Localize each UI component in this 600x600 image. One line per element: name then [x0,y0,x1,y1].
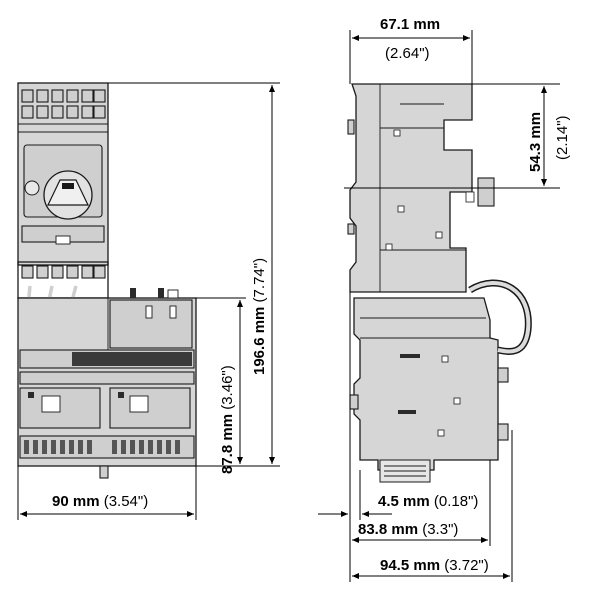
rotary-handle-icon [43,170,93,220]
dim-label-depth-total: 94.5 mm (3.72") [380,557,489,574]
dim-label-upper-metric: 54.3 mm [527,112,544,172]
contactor-top-section [109,299,193,349]
dim-label-depth-top-imperial: (2.64") [385,45,430,62]
dim-label-upper-imperial: (2.14") [554,115,571,160]
rail-clip [99,465,109,479]
front-dimensions: 90 mm (3.54") 87.8 mm (3.46") 196.6 mm (… [17,82,280,520]
top-terminals [21,89,106,119]
side-view [347,83,532,483]
breaker-terminal-block [17,261,109,299]
dim-label-total-height: 196.6 mm (7.74") [251,258,268,375]
contactor-side-body [353,297,499,471]
breaker-bottom-terminals [21,265,106,279]
dim-label-depth-mid: 83.8 mm (3.3") [358,521,458,538]
side-knob [477,177,495,207]
bottom-terminal-slots [24,440,180,454]
dim-label-depth-top-metric: 67.1 mm [380,16,440,33]
dim-label-width: 90 mm (3.54") [52,493,148,510]
dim-label-offset: 4.5 mm (0.18") [378,493,478,510]
side-dimensions: 67.1 mm (2.64") 54.3 mm (2.14") 4.5 mm (… [318,16,571,582]
trip-indicator-icon [24,180,40,196]
dim-label-lower-height: 87.8 mm (3.46") [219,365,236,474]
front-view [17,82,197,479]
